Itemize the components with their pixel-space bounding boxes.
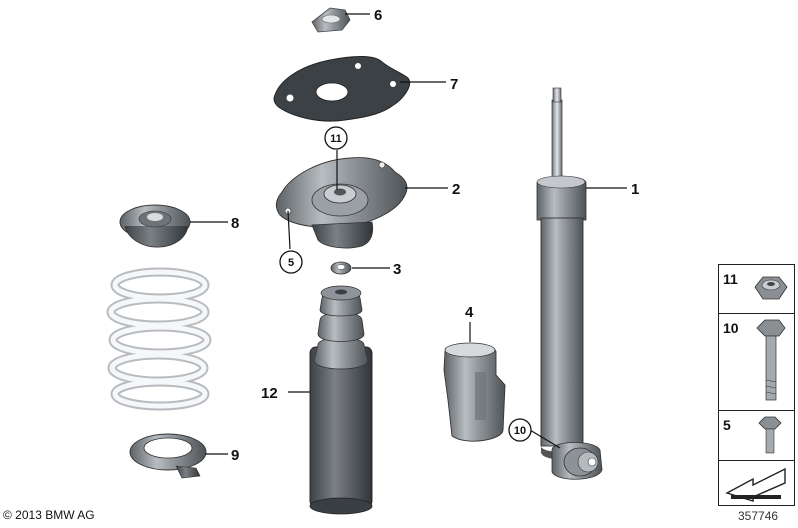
legend-num-5: 5: [723, 417, 731, 433]
part-6-cap: [311, 7, 351, 33]
part-3-washer: [330, 261, 352, 275]
circled-ref-11: 11: [324, 126, 348, 150]
part-2-support-bearing: [275, 157, 408, 249]
part-9-spring-pad: [129, 433, 207, 479]
legend-row-arrow: [719, 461, 794, 506]
screw-icon: [758, 416, 782, 454]
part-4-dust-sleeve: [443, 342, 506, 442]
callout-6: 6: [374, 7, 382, 24]
callout-1: 1: [631, 181, 639, 198]
callout-8: 8: [231, 215, 239, 232]
legend-row-11: 11: [719, 265, 794, 314]
part-12-protective-tube: [309, 285, 373, 515]
hex-nut-icon: [754, 276, 788, 300]
callout-9: 9: [231, 447, 239, 464]
circled-ref-5: 5: [279, 250, 303, 274]
part-1-shock-absorber: [536, 87, 603, 480]
image-number: 357746: [738, 509, 779, 523]
fastener-legend: 11 10 5: [718, 264, 795, 506]
circled-ref-11-label: 11: [330, 133, 342, 145]
legend-row-5: 5: [719, 411, 794, 461]
callout-12: 12: [261, 385, 278, 402]
circled-ref-5-label: 5: [288, 257, 294, 269]
callout-4: 4: [465, 304, 474, 321]
callout-2: 2: [452, 181, 460, 198]
leader-lines: [190, 13, 627, 455]
direction-arrow-icon: [725, 467, 786, 502]
legend-num-11: 11: [723, 271, 738, 287]
circled-ref-10-label: 10: [514, 425, 526, 437]
part-7-gasket: [273, 56, 410, 122]
callout-7: 7: [450, 76, 458, 93]
circled-ref-10: 10: [508, 418, 532, 442]
copyright-text: © 2013 BMW AG: [3, 508, 95, 522]
legend-num-10: 10: [723, 320, 739, 336]
part-8-spring-seat: [119, 204, 191, 248]
callout-3: 3: [393, 261, 401, 278]
coil-spring-highlight: [108, 269, 210, 409]
bolt-icon: [756, 319, 786, 401]
legend-row-10: 10: [719, 314, 794, 411]
